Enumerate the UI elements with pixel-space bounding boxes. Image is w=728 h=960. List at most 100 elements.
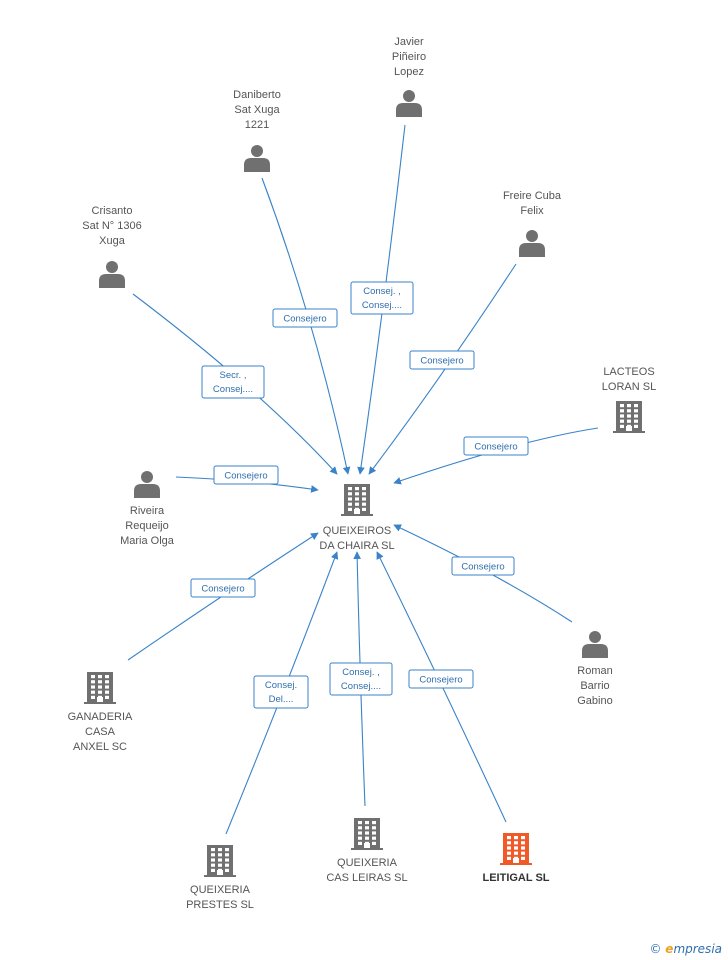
- brand-logo-e: e: [665, 942, 674, 956]
- edge-label-prestes[interactable]: Consej. Del....: [253, 675, 309, 709]
- edge-label-text: Consejero: [224, 471, 267, 482]
- edge-riveira: Consejero: [175, 465, 319, 493]
- node-label-center: DA CHAIRA SL: [319, 540, 394, 552]
- edge-label-box: [272, 308, 338, 328]
- node-label-leitigal: LEITIGAL SL: [482, 872, 549, 884]
- edge-label-text: Consejero: [283, 314, 326, 325]
- edge-label-casleiras[interactable]: Consej. , Consej....: [329, 662, 393, 696]
- edge-label-box: [409, 350, 475, 370]
- edge-label-box: [329, 662, 393, 696]
- edge-label-box: [451, 556, 515, 576]
- person-icon: [519, 230, 545, 257]
- node-label-roman: Gabino: [577, 695, 612, 707]
- brand-footer: © empresia: [649, 942, 722, 956]
- edge-label-text: Consejero: [419, 675, 462, 686]
- edge-label-box: [213, 465, 279, 485]
- node-label-javier: Piñeiro: [392, 51, 426, 63]
- building-icon: [204, 845, 236, 877]
- edge-casleiras: Consej. , Consej....: [329, 551, 393, 807]
- node-label-riveira: Maria Olga: [120, 535, 175, 547]
- node-casleiras[interactable]: QUEIXERIA CAS LEIRAS SL: [326, 818, 408, 884]
- edge-label-box: [408, 669, 474, 689]
- node-label-casleiras: CAS LEIRAS SL: [326, 872, 407, 884]
- node-label-lacteos: LACTEOS: [603, 366, 654, 378]
- node-label-javier: Javier: [394, 36, 424, 48]
- edge-prestes: Consej. Del....: [225, 551, 339, 835]
- node-label-ganaderia: CASA: [85, 726, 116, 738]
- person-icon: [99, 261, 125, 288]
- building-icon: [500, 833, 532, 865]
- edges-layer: Consej. ,Consej....ConsejeroConsejeroSec…: [127, 124, 599, 835]
- edge-leitigal: Consejero: [376, 551, 507, 823]
- edge-freire: Consejero: [368, 263, 517, 475]
- edge-label-text: Consej....: [362, 300, 402, 311]
- edge-ganaderia: Consejero: [127, 532, 319, 661]
- node-label-daniberto: 1221: [245, 119, 269, 131]
- edge-label-roman[interactable]: Consejero: [451, 556, 515, 576]
- node-label-ganaderia: ANXEL SC: [73, 741, 127, 753]
- edge-javier: Consej. , Consej....: [350, 124, 414, 475]
- edge-label-box: [201, 365, 265, 399]
- building-icon: [84, 672, 116, 704]
- edge-label-daniberto[interactable]: Consejero: [272, 308, 338, 328]
- node-label-ganaderia: GANADERIA: [68, 711, 133, 723]
- edge-label-ganaderia[interactable]: Consejero: [190, 578, 256, 598]
- edge-crisanto: Secr. ,Consej....: [132, 293, 338, 475]
- edge-label-text: Consejero: [201, 584, 244, 595]
- edge-label-javier[interactable]: Consej. , Consej....: [350, 281, 414, 315]
- node-label-prestes: QUEIXERIA: [190, 884, 251, 896]
- node-label-lacteos: LORAN SL: [602, 381, 656, 393]
- node-label-riveira: Riveira: [130, 505, 165, 517]
- edge-roman: Consejero: [393, 524, 573, 623]
- building-icon: [613, 401, 645, 433]
- person-icon: [396, 90, 422, 117]
- node-label-casleiras: QUEIXERIA: [337, 857, 398, 869]
- edge-label-text: Consej....: [213, 384, 253, 395]
- edge-label-text: Consej....: [341, 681, 381, 692]
- edge-label-text: Consej. ,: [342, 667, 380, 678]
- edge-label-leitigal[interactable]: Consejero: [408, 669, 474, 689]
- edge-label-text: Consejero: [420, 356, 463, 367]
- node-leitigal[interactable]: LEITIGAL SL: [482, 833, 550, 884]
- edge-label-text: Consejero: [461, 562, 504, 573]
- edge-label-freire[interactable]: Consejero: [409, 350, 475, 370]
- node-lacteos[interactable]: LACTEOS LORAN SL: [602, 366, 656, 433]
- node-prestes[interactable]: QUEIXERIA PRESTES SL: [186, 845, 254, 911]
- node-label-javier: Lopez: [394, 66, 424, 78]
- edge-label-lacteos[interactable]: Consejero: [463, 436, 529, 456]
- node-label-crisanto: Xuga: [99, 235, 126, 247]
- edge-label-box: [253, 675, 309, 709]
- node-center[interactable]: QUEIXEIROS DA CHAIRA SL: [319, 484, 395, 552]
- brand-logo-text: mpresia: [673, 942, 722, 956]
- edge-label-text: Consej. ,: [363, 286, 401, 297]
- node-label-daniberto: Daniberto: [233, 89, 281, 101]
- edge-label-box: [350, 281, 414, 315]
- edge-label-text: Consej.: [265, 680, 297, 691]
- edge-daniberto: Consejero: [261, 177, 351, 475]
- node-label-crisanto: Crisanto: [92, 205, 133, 217]
- node-label-freire: Felix: [520, 205, 544, 217]
- node-ganaderia[interactable]: GANADERIA CASA ANXEL SC: [68, 672, 133, 753]
- edge-label-riveira[interactable]: Consejero: [213, 465, 279, 485]
- edge-line-freire: [368, 263, 517, 475]
- person-icon: [134, 471, 160, 498]
- node-label-roman: Barrio: [580, 680, 609, 692]
- person-icon: [244, 145, 270, 172]
- node-label-prestes: PRESTES SL: [186, 899, 254, 911]
- edge-lacteos: Consejero: [393, 427, 599, 485]
- edge-label-text: Del....: [269, 694, 294, 705]
- node-label-center: QUEIXEIROS: [323, 525, 391, 537]
- nodes-layer: QUEIXEIROS DA CHAIRA SL JavierPiñeiroLopez…: [68, 36, 657, 911]
- edge-label-crisanto[interactable]: Secr. ,Consej....: [201, 365, 265, 399]
- node-label-freire: Freire Cuba: [503, 190, 562, 202]
- edge-label-box: [463, 436, 529, 456]
- building-icon: [341, 484, 373, 516]
- edge-label-text: Consejero: [474, 442, 517, 453]
